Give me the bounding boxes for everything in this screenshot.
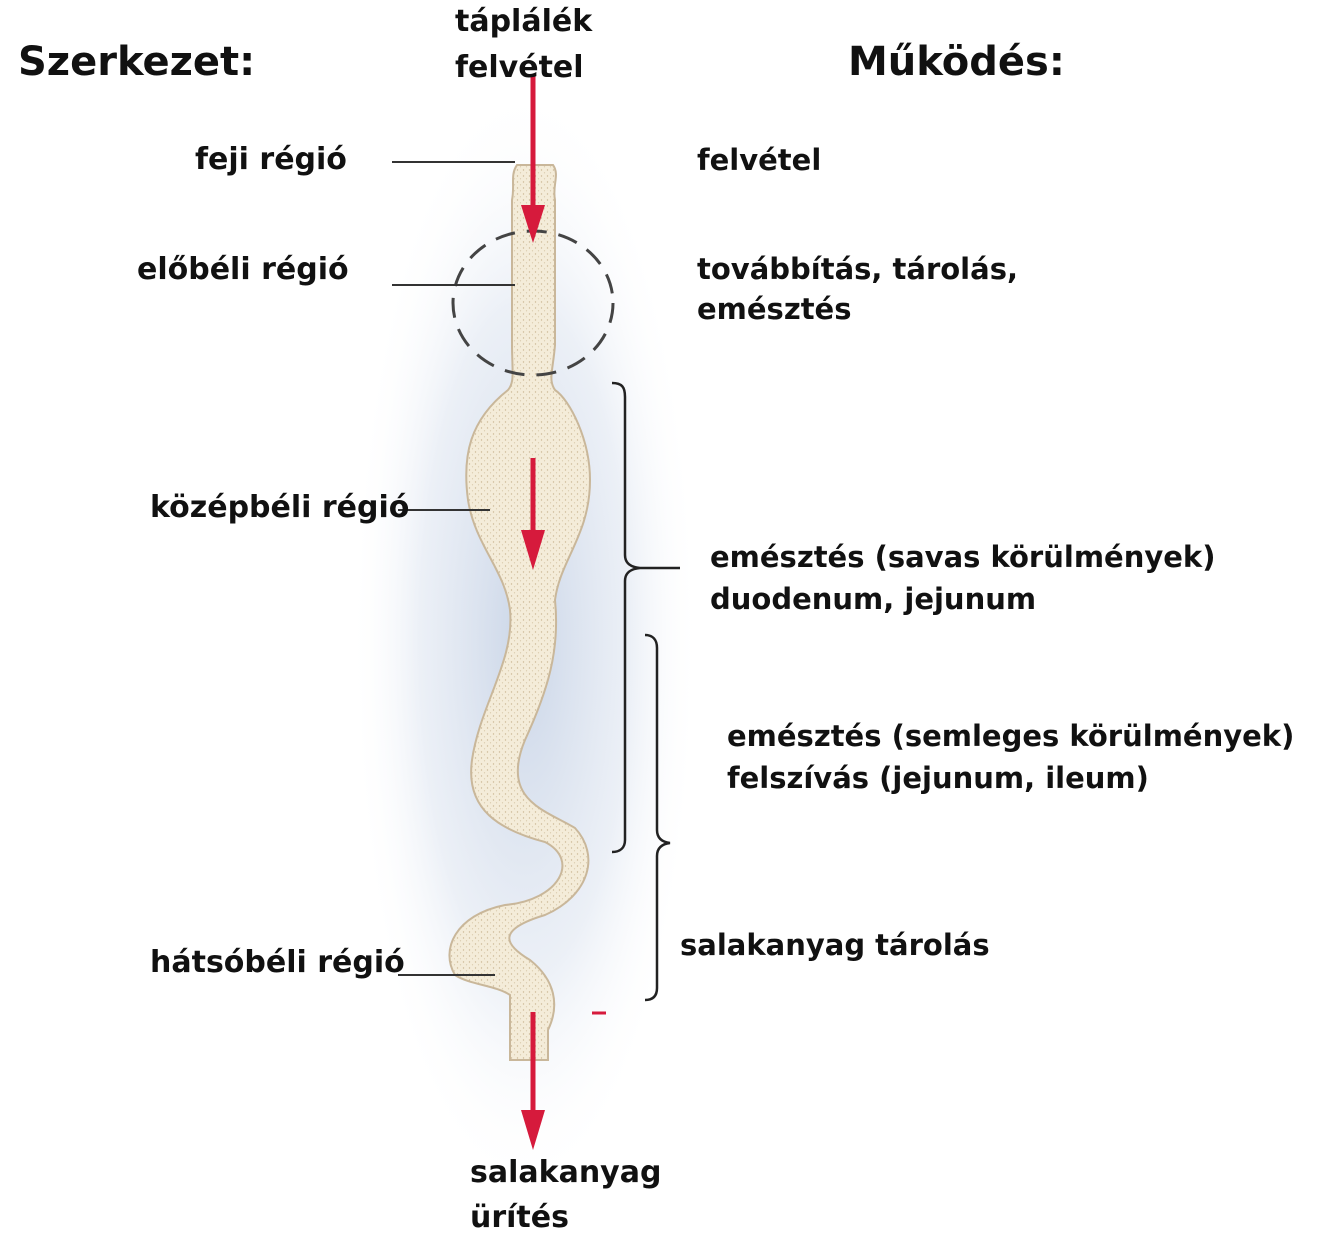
function-neutral-line1: emésztés (semleges körülmények)	[727, 719, 1294, 754]
function-heading: Működés:	[848, 38, 1065, 86]
intake-label-line2: felvétel	[455, 50, 584, 86]
intake-label-line1: táplálék	[455, 4, 592, 40]
function-head: felvétel	[697, 143, 821, 178]
excretion-label-line1: salakanyag	[470, 1155, 661, 1191]
label-foregut-region: előbéli régió	[137, 252, 349, 288]
structure-heading: Szerkezet:	[18, 38, 255, 86]
label-head-region: feji régió	[195, 142, 347, 178]
label-hindgut-region: hátsóbéli régió	[150, 945, 405, 981]
function-waste-storage: salakanyag tárolás	[680, 928, 990, 963]
function-acidic-line2: duodenum, jejunum	[710, 582, 1036, 617]
function-neutral-line2: felszívás (jejunum, ileum)	[727, 761, 1149, 796]
function-foregut-line1: továbbítás, tárolás,	[697, 252, 1018, 287]
function-foregut-line2: emésztés	[697, 292, 852, 327]
label-midgut-region: középbéli régió	[150, 490, 409, 526]
excretion-label-line2: ürítés	[470, 1200, 569, 1236]
function-acidic-line1: emésztés (savas körülmények)	[710, 540, 1215, 575]
